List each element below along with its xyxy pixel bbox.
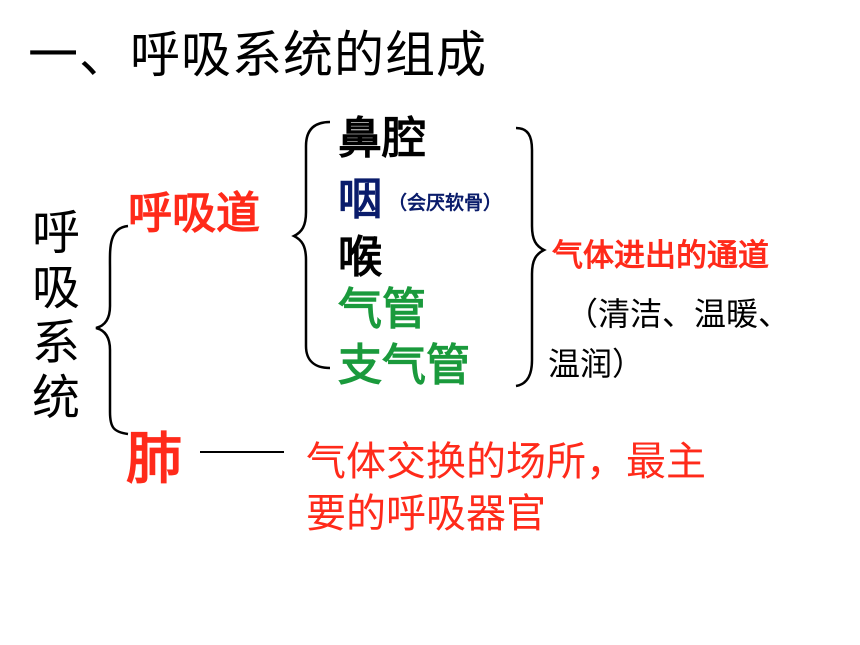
organ-larynx: 喉 (338, 232, 382, 283)
airway-function-detail-2: 温润） (548, 345, 645, 383)
organ-nasal-cavity: 鼻腔 (338, 113, 426, 164)
page-title: 一、呼吸系统的组成 (28, 26, 487, 84)
lung-function-line-2: 要的呼吸器官 (306, 491, 546, 537)
lung-function-line-1: 气体交换的场所，最主 (306, 439, 706, 485)
airway-left-brace (291, 120, 331, 370)
airway-label: 呼吸道 (128, 188, 260, 239)
system-label: 呼吸系统 (31, 205, 80, 426)
system-brace (95, 224, 129, 436)
organ-bronchi: 支气管 (338, 340, 470, 391)
lung-label: 肺 (126, 427, 182, 492)
pharynx-note: （会厌软骨） (388, 192, 503, 214)
airway-right-brace (515, 126, 547, 388)
airway-function: 气体进出的通道 (552, 238, 769, 274)
organ-pharynx: 咽 (338, 174, 382, 225)
airway-function-detail-1: （清洁、温暖、 (566, 295, 791, 333)
organ-trachea: 气管 (338, 284, 426, 335)
